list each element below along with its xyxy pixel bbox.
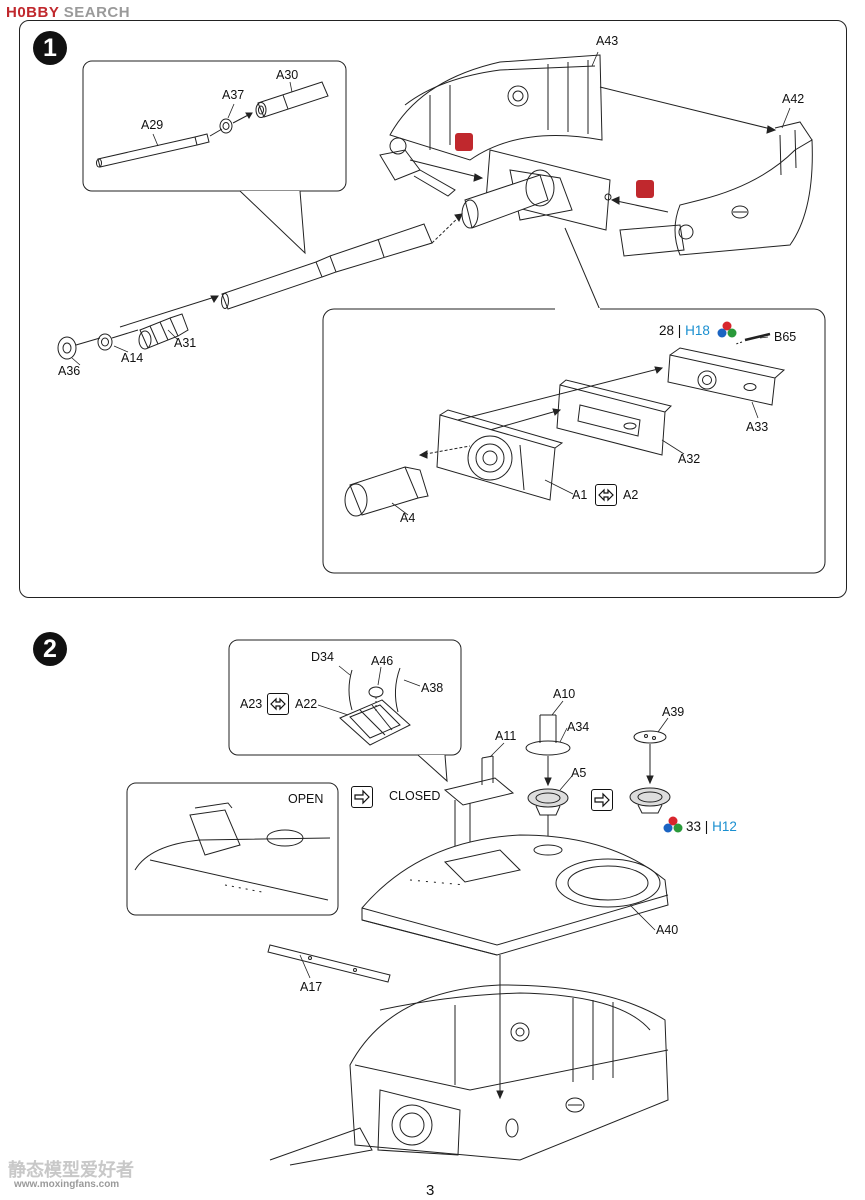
label-A2: A2 xyxy=(623,488,639,502)
label-A17: A17 xyxy=(300,980,323,994)
label-open: OPEN xyxy=(288,792,324,806)
watermark-brand: SEARCH xyxy=(63,4,131,21)
label-A38: A38 xyxy=(421,681,444,695)
label-A33: A33 xyxy=(746,420,769,434)
watermark-logo: H0BBY xyxy=(6,4,60,21)
swap-arrow-icon xyxy=(595,484,617,506)
label-A31: A31 xyxy=(174,336,197,350)
label-A40: A40 xyxy=(656,923,679,937)
step-1-number: 1 xyxy=(33,31,67,65)
paint-code: H12 xyxy=(712,819,737,834)
label-A29: A29 xyxy=(141,118,164,132)
paint-drops-icon xyxy=(717,321,737,338)
label-A39: A39 xyxy=(662,705,685,719)
paint-instruction-28-h18: 28 | H18 xyxy=(659,323,710,338)
label-closed: CLOSED xyxy=(389,789,441,803)
paint-instruction-33-h12: 33 | H12 xyxy=(686,819,737,834)
page-number: 3 xyxy=(426,1182,435,1199)
paint-number: 28 xyxy=(659,323,675,338)
label-A14: A14 xyxy=(121,351,144,365)
paint-drops-icon xyxy=(663,816,683,833)
label-A46: A46 xyxy=(371,654,394,668)
arrow-right-icon xyxy=(591,789,613,811)
label-A42: A42 xyxy=(782,92,805,106)
label-A30: A30 xyxy=(276,68,299,82)
label-D34: D34 xyxy=(311,650,334,664)
label-A22: A22 xyxy=(295,697,318,711)
no-paint-icon xyxy=(455,133,473,151)
label-A32: A32 xyxy=(678,452,701,466)
paint-separator: | xyxy=(704,819,709,834)
label-A11: A11 xyxy=(495,729,517,743)
label-A34: A34 xyxy=(567,720,590,734)
step-2-number: 2 xyxy=(33,632,67,666)
label-A36: A36 xyxy=(58,364,81,378)
watermark-moxingfans: 静态模型爱好者 xyxy=(8,1160,134,1180)
no-paint-icon xyxy=(636,180,654,198)
paint-separator: | xyxy=(677,323,682,338)
paint-number: 33 xyxy=(686,819,702,834)
alternative-arrow-icon xyxy=(267,693,289,715)
label-B65: B65 xyxy=(774,330,797,344)
label-A37: A37 xyxy=(222,88,245,102)
paint-code: H18 xyxy=(685,323,710,338)
label-A23: A23 xyxy=(240,697,263,711)
watermark-url: www.moxingfans.com xyxy=(14,1179,120,1190)
label-A1: A1 xyxy=(572,488,588,502)
label-A5: A5 xyxy=(571,766,587,780)
arrow-right-icon xyxy=(351,786,373,808)
watermark-hobbysearch: H0BBY SEARCH xyxy=(6,4,130,21)
label-A4: A4 xyxy=(400,511,416,525)
label-A43: A43 xyxy=(596,34,619,48)
label-A10: A10 xyxy=(553,687,576,701)
